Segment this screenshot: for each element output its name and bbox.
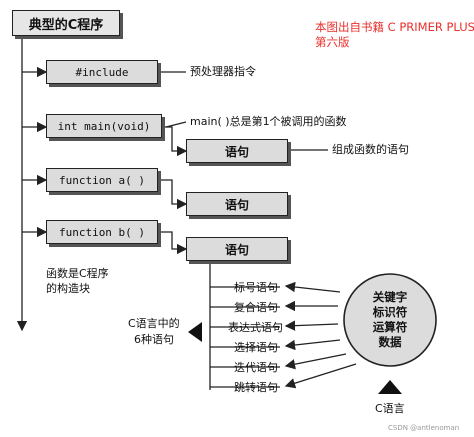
circle-item-operator: 运算符: [372, 320, 408, 334]
statement-type-compound: 复合语句: [234, 301, 278, 314]
c-language-label: C语言: [375, 402, 405, 415]
statement-label: 语句: [224, 144, 249, 159]
program-title-box: 典型的C程序: [12, 10, 120, 36]
function-b-label: function b( ): [58, 225, 146, 239]
program-title: 典型的C程序: [28, 17, 104, 33]
circle-item-identifier: 标识符: [372, 305, 408, 319]
function-a-block: function a( ): [46, 168, 158, 192]
preprocessor-annotation: 预处理器指令: [190, 65, 256, 78]
source-note-line1: 本图出自书籍 C PRIMER PLUS: [315, 20, 474, 34]
statement-box-b: 语句: [186, 237, 288, 261]
statement-label: 语句: [224, 197, 249, 212]
statement-type-selection: 选择语句: [234, 341, 278, 354]
statement-type-jump: 跳转语句: [234, 381, 278, 394]
main-label: int main(void): [57, 119, 151, 133]
include-block: #include: [46, 60, 158, 84]
main-first-annotation: main( )总是第1个被调用的函数: [190, 115, 347, 128]
watermark: CSDN @antlenoman: [388, 424, 460, 432]
circle-item-keyword: 关键字: [372, 290, 408, 304]
function-blocks-annotation-2: 的构造块: [46, 282, 90, 295]
statements-annotation: 组成函数的语句: [332, 143, 409, 156]
source-note-line2: 第六版: [315, 35, 350, 49]
function-blocks-annotation-1: 函数是C程序: [46, 267, 109, 280]
function-a-label: function a( ): [58, 173, 146, 187]
statement-type-expression: 表达式语句: [228, 321, 283, 334]
main-block: int main(void): [46, 114, 162, 138]
include-label: #include: [75, 65, 129, 79]
function-b-block: function b( ): [46, 220, 158, 244]
statement-box-main: 语句: [186, 139, 288, 163]
statement-box-a: 语句: [186, 192, 288, 216]
statement-type-label: 标号语句: [234, 281, 278, 294]
circle-item-data: 数据: [378, 335, 402, 349]
keyword-circle-text: 关键字 标识符 运算符 数据: [362, 290, 418, 350]
six-kinds-annotation-2: 6种语句: [134, 333, 174, 346]
statement-label: 语句: [224, 242, 249, 257]
six-kinds-annotation-1: C语言中的: [128, 317, 180, 330]
statement-type-iteration: 迭代语句: [234, 361, 278, 374]
